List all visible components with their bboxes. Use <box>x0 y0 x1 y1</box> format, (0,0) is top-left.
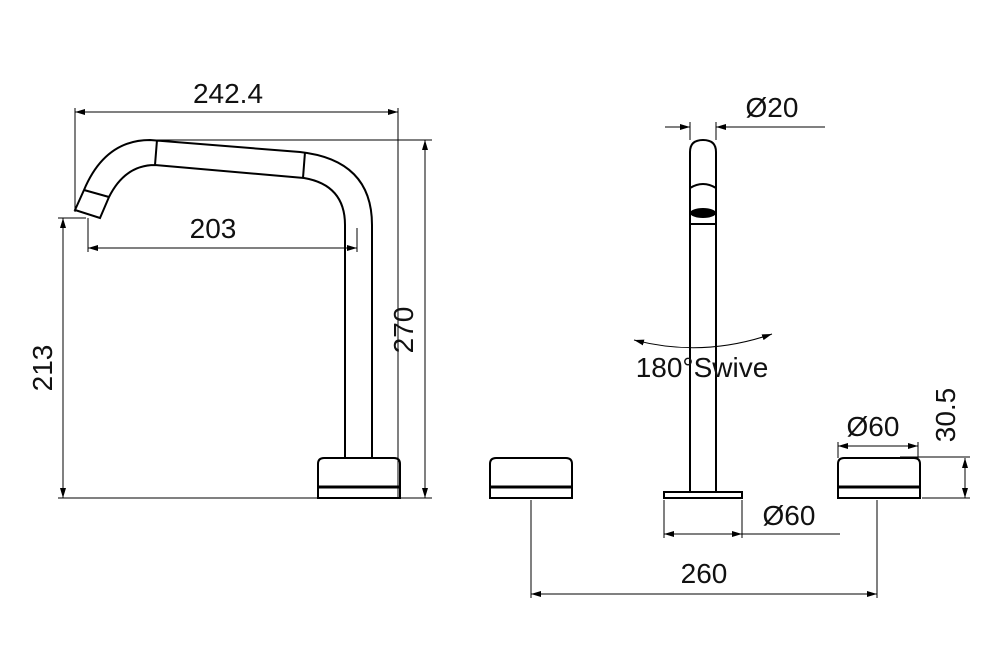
spout-outline <box>73 138 373 458</box>
dim-270: 270 <box>388 307 419 354</box>
dim-203: 203 <box>190 213 237 244</box>
dim-242-4: 242.4 <box>193 78 263 109</box>
dim-260: 260 <box>681 558 728 589</box>
dim-d20: Ø20 <box>746 92 799 123</box>
spout-stem <box>689 138 717 492</box>
handle-left <box>489 457 573 499</box>
side-view: 242.4 203 213 270 <box>27 78 432 499</box>
dim-30-5: 30.5 <box>930 388 961 443</box>
base-plate <box>663 491 743 499</box>
swivel-label: 180°Swive <box>636 352 769 383</box>
dim-base-d60: Ø60 <box>763 500 816 531</box>
dim-handle-d60: Ø60 <box>847 411 900 442</box>
front-view: Ø20 180°Swive Ø60 260 Ø60 30.5 <box>489 92 970 598</box>
base-handle-left-view <box>317 457 401 499</box>
dim-213: 213 <box>27 345 58 392</box>
handle-right <box>837 457 921 499</box>
